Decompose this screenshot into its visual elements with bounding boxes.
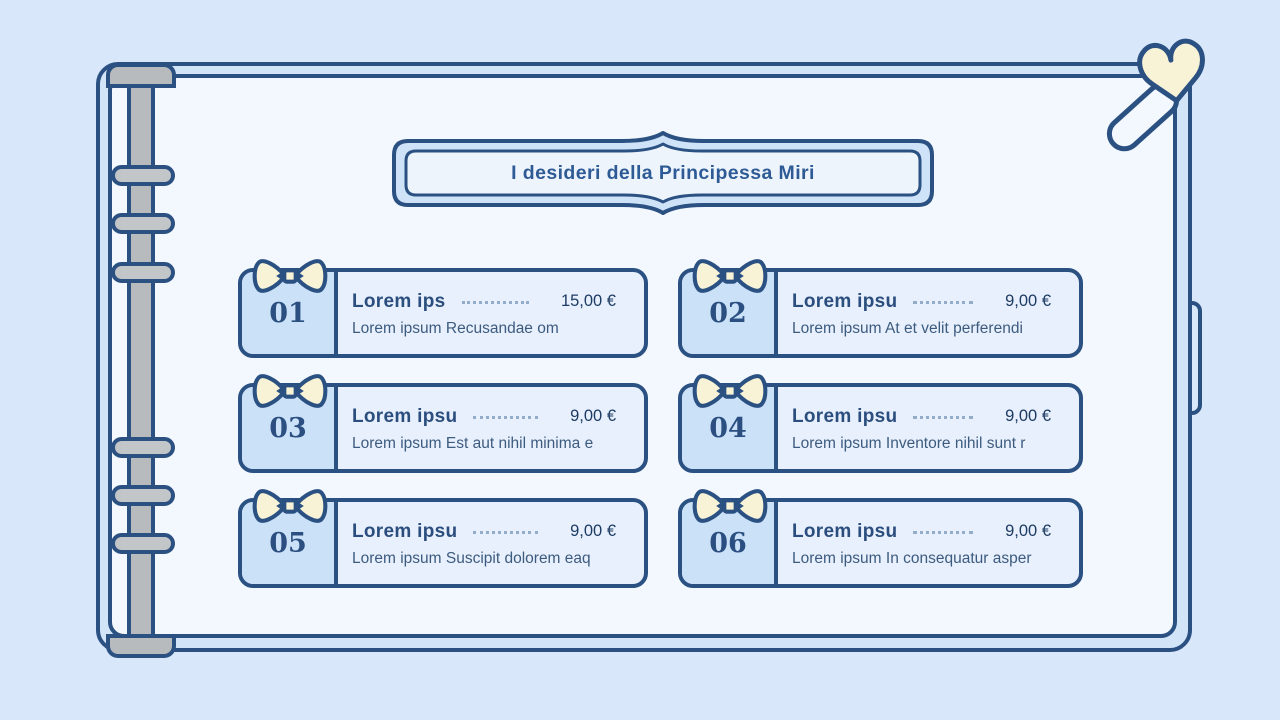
list-item: 03 Lorem ipsu 9,00 € Lorem ipsum Est aut… — [238, 374, 648, 473]
item-price: 9,00 € — [570, 522, 616, 540]
list-item: 04 Lorem ipsu 9,00 € Lorem ipsum Invento… — [678, 374, 1083, 473]
item-price: 9,00 € — [1005, 292, 1051, 310]
item-title: Lorem ipsu — [792, 290, 898, 312]
item-price: 9,00 € — [1005, 407, 1051, 425]
dotted-leader — [913, 301, 974, 304]
bow-icon — [692, 374, 768, 408]
wish-list: 01 Lorem ips 15,00 € Lorem ipsum Recusan… — [238, 259, 1083, 588]
binder-ring-icon — [111, 213, 175, 234]
item-title: Lorem ipsu — [352, 405, 458, 427]
item-price: 15,00 € — [560, 292, 616, 310]
item-price: 9,00 € — [570, 407, 616, 425]
bow-icon — [692, 489, 768, 523]
item-body: Lorem ipsu 9,00 € Lorem ipsum At et veli… — [778, 272, 1079, 354]
item-description: Lorem ipsum In consequatur asper — [792, 549, 1032, 567]
binder-spine — [127, 68, 155, 642]
dotted-leader — [913, 416, 974, 419]
title-banner-frame — [392, 131, 934, 215]
list-item: 05 Lorem ipsu 9,00 € Lorem ipsum Suscipi… — [238, 489, 648, 588]
binder-spine-cap-bottom — [106, 634, 176, 658]
heart-pin-icon — [1106, 38, 1205, 152]
list-item: 02 Lorem ipsu 9,00 € Lorem ipsum At et v… — [678, 259, 1083, 358]
item-body: Lorem ips 15,00 € Lorem ipsum Recusandae… — [338, 272, 644, 354]
dotted-leader — [461, 301, 529, 304]
item-number: 01 — [269, 297, 307, 329]
list-item: 01 Lorem ips 15,00 € Lorem ipsum Recusan… — [238, 259, 648, 358]
bow-icon — [252, 259, 328, 293]
bow-icon — [252, 374, 328, 408]
item-description: Lorem ipsum Suscipit dolorem eaq — [352, 549, 591, 567]
item-description: Lorem ipsum Inventore nihil sunt r — [792, 434, 1026, 452]
item-number: 05 — [269, 527, 307, 559]
item-number: 06 — [709, 527, 747, 559]
item-price: 9,00 € — [1005, 522, 1051, 540]
item-body: Lorem ipsu 9,00 € Lorem ipsum Suscipit d… — [338, 502, 644, 584]
binder-ring-icon — [111, 165, 175, 186]
item-number: 03 — [269, 412, 307, 444]
item-description: Lorem ipsum Recusandae om — [352, 319, 559, 337]
dotted-leader — [473, 416, 539, 419]
item-title: Lorem ipsu — [352, 520, 458, 542]
list-item: 06 Lorem ipsu 9,00 € Lorem ipsum In cons… — [678, 489, 1083, 588]
binder-ring-icon — [111, 533, 175, 554]
item-description: Lorem ipsum Est aut nihil minima e — [352, 434, 594, 452]
item-number: 04 — [709, 412, 747, 444]
item-title: Lorem ipsu — [792, 520, 898, 542]
binder-ring-icon — [111, 437, 175, 458]
binder-ring-icon — [111, 485, 175, 506]
item-title: Lorem ipsu — [792, 405, 898, 427]
item-body: Lorem ipsu 9,00 € Lorem ipsum In consequ… — [778, 502, 1079, 584]
dotted-leader — [473, 531, 539, 534]
bow-icon — [692, 259, 768, 293]
item-description: Lorem ipsum At et velit perferendi — [792, 319, 1023, 337]
binder-ring-icon — [111, 262, 175, 283]
item-title: Lorem ips — [352, 290, 446, 312]
item-number: 02 — [709, 297, 747, 329]
bow-icon — [252, 489, 328, 523]
page-title: I desideri della Principessa Miri — [511, 161, 815, 184]
binder-spine-cap-top — [106, 63, 176, 88]
dotted-leader — [913, 531, 974, 534]
item-body: Lorem ipsu 9,00 € Lorem ipsum Est aut ni… — [338, 387, 644, 469]
item-body: Lorem ipsu 9,00 € Lorem ipsum Inventore … — [778, 387, 1079, 469]
